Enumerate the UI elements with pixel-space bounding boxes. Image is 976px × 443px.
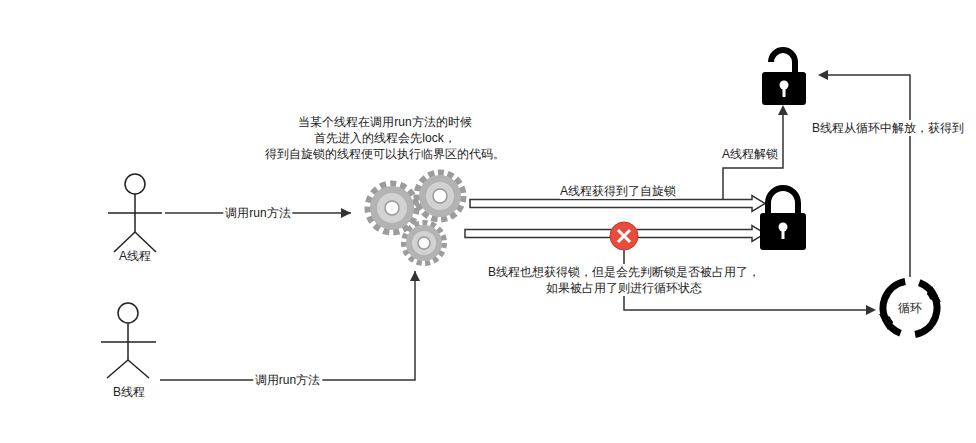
gears-icon-part-part (404, 223, 444, 263)
node-text: A线程 (119, 248, 151, 264)
loop-icon (875, 273, 944, 342)
actor-figure-part (125, 174, 145, 194)
actor-figure-part (128, 360, 149, 378)
gears-icon-part (368, 184, 416, 232)
gears-icon-part (417, 173, 463, 219)
locked-padlock-part (760, 213, 806, 250)
gears-icon-part (404, 223, 444, 263)
unlocked-padlock-part (783, 87, 786, 97)
locked-padlock-part (768, 188, 798, 216)
actor-figure-part (118, 303, 138, 323)
locked-padlock-part (782, 229, 785, 239)
note-text: A线程获得到了自旋锁 (560, 183, 676, 199)
blocked-mark (610, 222, 638, 250)
arrow-head (410, 271, 420, 281)
blocked-mark-part (618, 230, 630, 242)
actor: A线程 (105, 172, 165, 264)
release-line (828, 75, 910, 277)
arrow-head (818, 70, 828, 80)
gears-icon-part-part (370, 186, 414, 230)
actor-figure-part (101, 341, 156, 343)
gears-icon-part-part (406, 225, 442, 261)
unlock-line (723, 114, 783, 199)
actor-figure (108, 174, 162, 252)
call-connector (160, 271, 415, 380)
loop-state: 循环 (877, 281, 943, 335)
note-text: A线程解锁 (722, 146, 778, 162)
node-text: 循环 (877, 281, 943, 335)
gears-icon-part-part (419, 175, 461, 217)
actor: B线程 (98, 300, 160, 400)
process-gears: 当某个线程在调用run方法的时候 首先进入的线程会先lock， 得到自旋锁的线程… (352, 168, 470, 270)
unlocked-padlock-part (771, 50, 795, 74)
gears-icon-part-part (433, 189, 447, 203)
note-text: B线程也想获得锁，但是会先判断锁是否被占用了，如果被占用了则进行循环状态 (486, 264, 762, 296)
gears-icon-part-part (368, 184, 416, 232)
unlocked-padlock (762, 50, 806, 105)
gears-icon-part-part (412, 231, 436, 255)
gears-icon-part-part (417, 173, 463, 219)
edge-label: 调用run方法 (253, 372, 322, 388)
node-text: B线程 (113, 384, 145, 400)
locked-padlock (760, 188, 806, 250)
edge-label: 调用run方法 (223, 205, 292, 221)
actor-figure-part (108, 212, 162, 214)
arrow-head (866, 305, 876, 315)
gears-icon-part-part (418, 237, 430, 249)
arrow-head (778, 105, 788, 115)
unlocked-padlock-part (762, 72, 806, 105)
node-text: 当某个线程在调用run方法的时候 首先进入的线程会先lock， 得到自旋锁的线程… (240, 114, 530, 162)
gears-icon (368, 173, 463, 263)
actor-figure-part (107, 360, 128, 378)
blocked-mark-part (618, 230, 630, 242)
blocked-mark-part (610, 222, 638, 250)
gears-icon-part-part (426, 182, 454, 210)
gears-icon-part-part (385, 201, 399, 215)
arrow-head (341, 208, 351, 218)
gears-icon-part-part (377, 193, 407, 223)
loop-icon-part (875, 273, 944, 342)
note-text: B线程从循环中解放，获得到 (812, 120, 964, 136)
actor-figure (101, 303, 156, 378)
